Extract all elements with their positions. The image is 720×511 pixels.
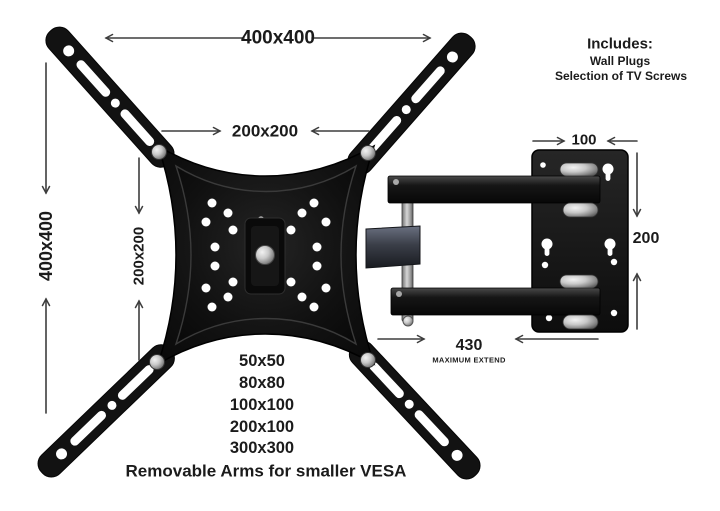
mounting-plate <box>149 144 376 370</box>
vesa-size-item: 100x100 <box>229 395 295 414</box>
includes-title: Includes: <box>587 35 653 53</box>
includes-item: Wall Plugs <box>589 54 651 68</box>
bracket-arm-bottom-left <box>37 344 175 478</box>
wall-plate-height-label: 200 <box>632 230 660 247</box>
lower-arm-bar <box>390 287 601 316</box>
bracket-arm-top-left <box>45 26 175 168</box>
vesa-size-item: 80x80 <box>239 373 285 392</box>
max-extend-value: 430 <box>455 337 483 354</box>
top-width-label: 400x400 <box>241 27 315 49</box>
includes-item: Selection of TV Screws <box>554 69 688 83</box>
pivot-block <box>365 225 421 269</box>
corner-bolts <box>149 144 376 370</box>
wall-plate-clamps <box>559 162 599 330</box>
wall-plate-width-label: 100 <box>571 131 597 149</box>
vesa-size-item: 300x300 <box>229 438 295 457</box>
articulating-arm <box>365 162 601 330</box>
dimension-arrows <box>41 33 642 414</box>
footnote: Removable Arms for smaller VESA <box>125 461 407 481</box>
left-height-label: 400x400 <box>36 210 56 282</box>
vesa-size-item: 50x50 <box>239 351 285 370</box>
wall-plate-keyholes <box>540 162 618 328</box>
center-pivot <box>244 217 286 295</box>
vesa-size-item: 200x100 <box>229 417 295 436</box>
bracket-arm-top-right <box>347 32 476 175</box>
inner-width-label: 200x200 <box>231 121 299 141</box>
max-extend-caption: MAXIMUM EXTEND <box>432 355 506 365</box>
inner-height-label: 200x200 <box>130 226 148 286</box>
upper-arm-bar <box>387 175 601 204</box>
